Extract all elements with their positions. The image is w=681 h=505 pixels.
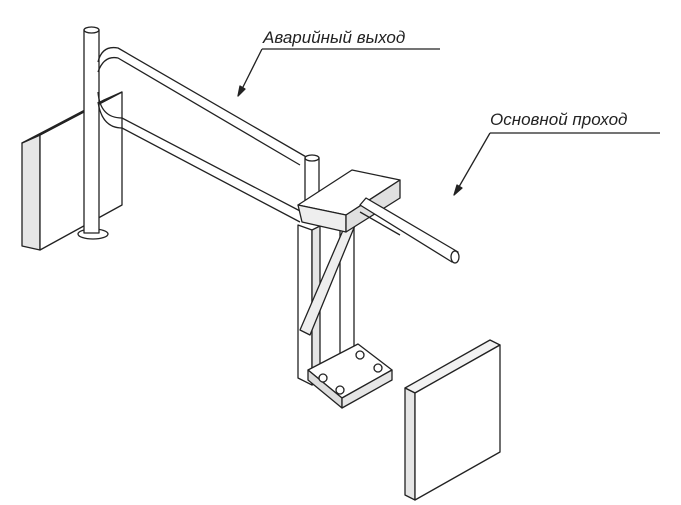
leader-arrow-main	[455, 132, 491, 193]
emergency-rail	[97, 46, 309, 223]
leader-arrow-emergency	[239, 48, 263, 94]
stand	[297, 213, 393, 409]
label-emergency-exit: Аварийный выход	[263, 28, 406, 47]
left-panel	[21, 91, 123, 251]
tripod-arm	[359, 197, 460, 264]
left-post	[77, 26, 109, 240]
arrowhead-main	[453, 184, 463, 196]
right-panel	[404, 339, 501, 501]
arrowhead-emergency	[237, 85, 246, 97]
label-main-passage: Основной проход	[490, 110, 628, 129]
